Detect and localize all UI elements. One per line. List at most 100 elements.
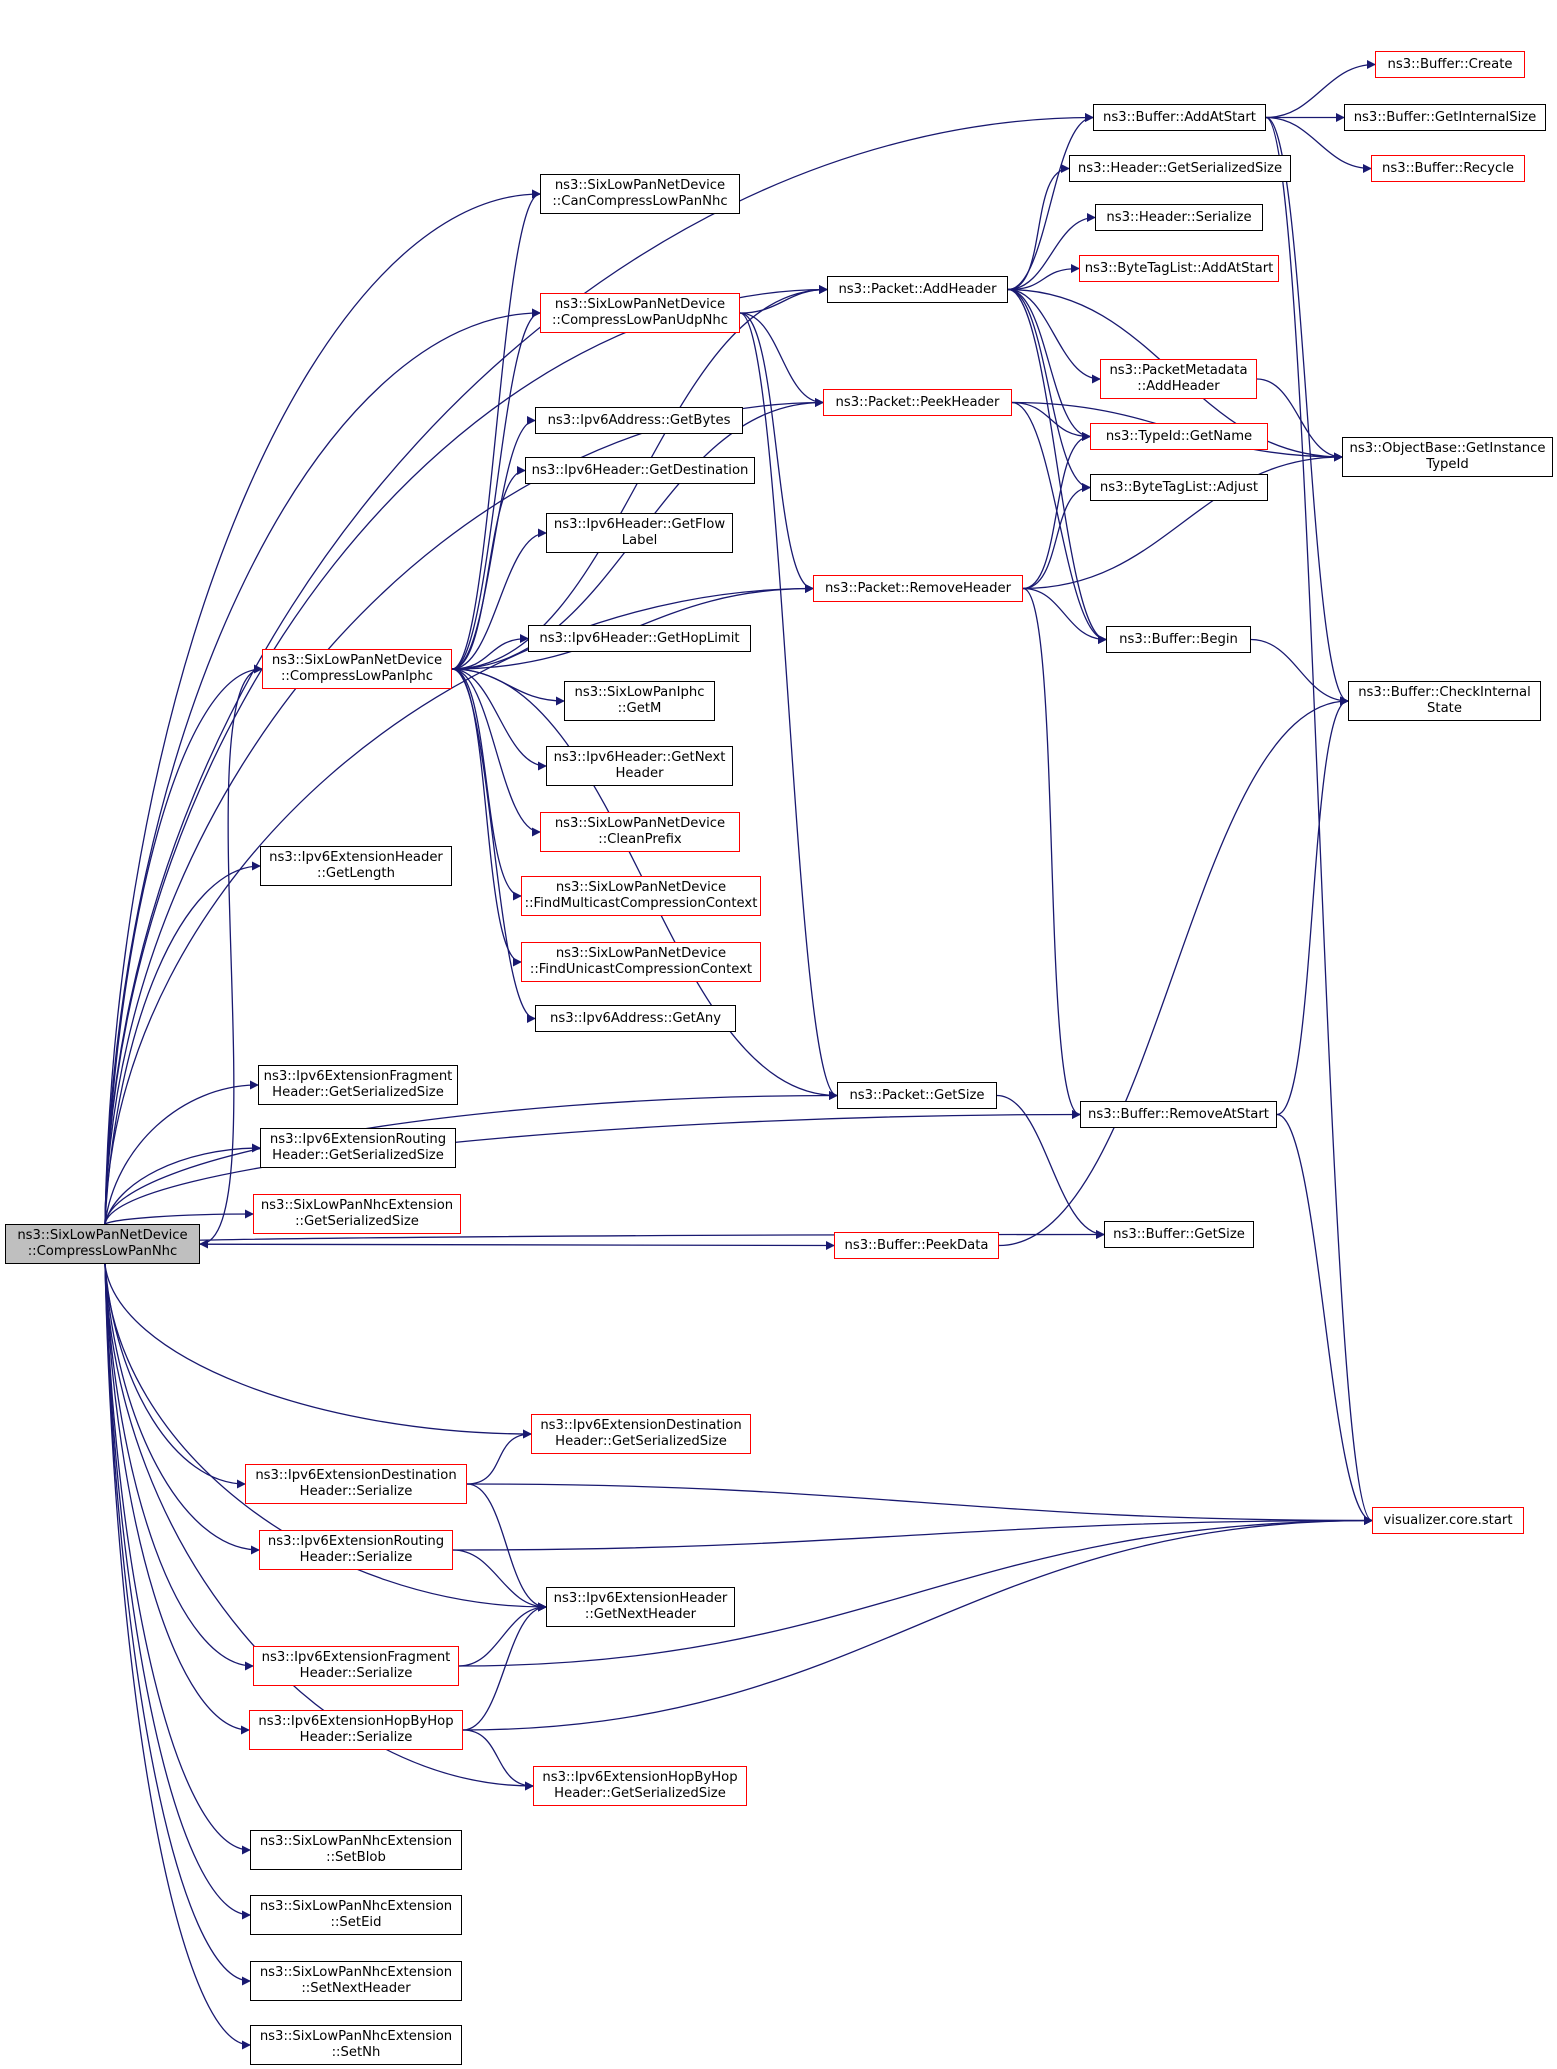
- node-sixlowpannetdevice-findunicastcompressioncontext[interactable]: ns3::SixLowPanNetDevice::FindUnicastComp…: [521, 942, 761, 982]
- edge-packet_addheader-to-buffer_begin: [1007, 288, 1107, 644]
- node-sixlowpannhcextension-setnh[interactable]: ns3::SixLowPanNhcExtension::SetNh: [250, 2025, 462, 2065]
- node-sixlowpannetdevice-compresslowpaniphc[interactable]: ns3::SixLowPanNetDevice::CompressLowPanI…: [262, 649, 452, 689]
- node-packet-addheader[interactable]: ns3::Packet::AddHeader: [827, 276, 1008, 303]
- edge-compress_iphc-to-cleanprefix: [451, 668, 541, 837]
- node-sixlowpannetdevice-cancompresslowpannhc[interactable]: ns3::SixLowPanNetDevice::CanCompressLowP…: [540, 174, 740, 214]
- edge-compress_nhc-to-destination_serialize: [104, 1263, 246, 1489]
- node-ipv6address-getany[interactable]: ns3::Ipv6Address::GetAny: [535, 1005, 736, 1032]
- edge-compress_nhc-to-compress_udpnhc: [104, 308, 541, 1225]
- edge-compress_udpnhc-to-packet_removeheader: [739, 312, 814, 593]
- node-ipv6extensionheader-getlength[interactable]: ns3::Ipv6ExtensionHeader::GetLength: [260, 846, 452, 886]
- edge-packet_getsize-to-buffer_getsize: [996, 1094, 1105, 1239]
- node-packet-getsize[interactable]: ns3::Packet::GetSize: [837, 1082, 997, 1109]
- edge-compress_iphc-to-can_compress_nhc: [451, 189, 541, 670]
- edge-buffer_peekdata-to-buffer_checkinternalstate: [998, 696, 1349, 1247]
- edge-routing_serialize-to-extheader_getnextheader: [452, 1549, 547, 1612]
- node-sixlowpannetdevice-compresslowpannhc[interactable]: ns3::SixLowPanNetDevice::CompressLowPanN…: [5, 1224, 200, 1264]
- node-sixlowpannhcextension-seteid[interactable]: ns3::SixLowPanNhcExtension::SetEid: [250, 1895, 462, 1935]
- edge-compress_nhc-to-fragment_serialize: [104, 1263, 254, 1671]
- node-sixlowpannhcextension-setblob[interactable]: ns3::SixLowPanNhcExtension::SetBlob: [250, 1830, 462, 1870]
- edge-compress_nhc-to-extheader_getnextheader: [104, 1263, 547, 1612]
- node-packet-removeheader[interactable]: ns3::Packet::RemoveHeader: [813, 575, 1023, 602]
- edge-compress_nhc-to-routing_serialize: [104, 1263, 260, 1555]
- node-bytetaglist-adjust[interactable]: ns3::ByteTagList::Adjust: [1090, 474, 1268, 501]
- edge-packet_addheader-to-buffer_addatstart: [1007, 113, 1094, 291]
- edge-compress_iphc-to-compress_nhc: [199, 668, 263, 1249]
- node-visualizer-core-start[interactable]: visualizer.core.start: [1372, 1507, 1524, 1534]
- edge-compress_iphc-to-compress_udpnhc: [451, 308, 541, 670]
- node-buffer-peekdata[interactable]: ns3::Buffer::PeekData: [834, 1232, 999, 1259]
- node-sixlowpannhcextension-setnextheader[interactable]: ns3::SixLowPanNhcExtension::SetNextHeade…: [250, 1961, 462, 2001]
- edge-fragment_serialize-to-extheader_getnextheader: [458, 1602, 547, 1667]
- node-ipv6address-getbytes[interactable]: ns3::Ipv6Address::GetBytes: [535, 407, 743, 434]
- edge-compress_iphc-to-find_unicast_ctx: [451, 668, 522, 967]
- node-ipv6extensionheader-getnextheader[interactable]: ns3::Ipv6ExtensionHeader::GetNextHeader: [546, 1587, 735, 1627]
- edge-compress_nhc-to-nhcext_seteid: [104, 1263, 251, 1920]
- edge-compress_iphc-to-ipv6header_getdestination: [451, 466, 526, 670]
- node-buffer-addatstart[interactable]: ns3::Buffer::AddAtStart: [1093, 104, 1266, 131]
- node-sixlowpannhcextension-getserializedsize[interactable]: ns3::SixLowPanNhcExtension::GetSerialize…: [253, 1194, 461, 1234]
- node-buffer-getinternalsize[interactable]: ns3::Buffer::GetInternalSize: [1344, 104, 1546, 131]
- edge-packet_addheader-to-header_getserializedsize: [1007, 164, 1070, 291]
- edge-buffer_addatstart-to-buffer_create: [1265, 60, 1376, 119]
- edge-destination_serialize-to-destination_getserializedsize: [466, 1429, 532, 1485]
- node-header-getserializedsize[interactable]: ns3::Header::GetSerializedSize: [1069, 155, 1291, 182]
- edge-compress_nhc-to-hopbyhop_getserializedsize: [104, 1263, 534, 1791]
- edge-compress_nhc-to-buffer_peekdata: [104, 1240, 835, 1250]
- node-packet-peekheader[interactable]: ns3::Packet::PeekHeader: [823, 389, 1012, 416]
- edge-fragment_serialize-to-visualizer_core_start: [458, 1516, 1373, 1667]
- node-buffer-begin[interactable]: ns3::Buffer::Begin: [1106, 626, 1251, 653]
- edge-hopbyhop_serialize-to-hopbyhop_getserializedsize: [462, 1729, 534, 1791]
- edge-compress_iphc-to-find_multicast_ctx: [451, 668, 522, 901]
- edge-hopbyhop_serialize-to-extheader_getnextheader: [462, 1602, 547, 1731]
- edge-packet_addheader-to-packetmetadata_addheader: [1007, 288, 1101, 384]
- edge-buffer_removeatstart-to-visualizer_core_start: [1276, 1113, 1373, 1525]
- node-ipv6header-getdestination[interactable]: ns3::Ipv6Header::GetDestination: [525, 457, 755, 484]
- node-sixlowpannetdevice-findmulticastcompressioncontext[interactable]: ns3::SixLowPanNetDevice::FindMulticastCo…: [521, 876, 761, 916]
- edge-compress_udpnhc-to-packet_getsize: [739, 312, 838, 1100]
- node-ipv6header-gethoplimit[interactable]: ns3::Ipv6Header::GetHopLimit: [528, 625, 751, 652]
- edge-compress_nhc-to-buffer_removeatstart: [104, 1110, 1081, 1225]
- edge-compress_nhc-to-nhcext_setnh: [104, 1263, 251, 2050]
- node-sixlowpannetdevice-cleanprefix[interactable]: ns3::SixLowPanNetDevice::CleanPrefix: [540, 812, 740, 852]
- edge-packet_addheader-to-bytetaglist_adjust: [1007, 288, 1091, 492]
- edge-routing_serialize-to-visualizer_core_start: [452, 1516, 1373, 1551]
- node-sixlowpannetdevice-compresslowpanudpnhc[interactable]: ns3::SixLowPanNetDevice::CompressLowPanU…: [540, 293, 740, 333]
- edge-packetmetadata_addheader-to-objectbase_getinstancetypeid: [1256, 378, 1343, 462]
- node-buffer-create[interactable]: ns3::Buffer::Create: [1375, 51, 1525, 78]
- edge-compress_nhc-to-packet_getsize: [104, 1091, 838, 1225]
- edge-compress_iphc-to-ipv6header_getflowlabel: [451, 528, 547, 670]
- node-buffer-getsize[interactable]: ns3::Buffer::GetSize: [1104, 1221, 1254, 1248]
- edge-packet_removeheader-to-typeid_getname: [1022, 432, 1091, 590]
- edge-buffer_addatstart-to-buffer_checkinternalstate: [1265, 116, 1349, 706]
- edge-destination_serialize-to-extheader_getnextheader: [466, 1483, 547, 1612]
- node-header-serialize[interactable]: ns3::Header::Serialize: [1095, 204, 1263, 231]
- node-buffer-removeatstart[interactable]: ns3::Buffer::RemoveAtStart: [1080, 1101, 1277, 1128]
- node-typeid-getname[interactable]: ns3::TypeId::GetName: [1090, 423, 1268, 450]
- node-bytetaglist-addatstart[interactable]: ns3::ByteTagList::AddAtStart: [1079, 255, 1279, 282]
- edge-packet_peekheader-to-buffer_begin: [1011, 401, 1107, 644]
- node-buffer-recycle[interactable]: ns3::Buffer::Recycle: [1371, 155, 1525, 182]
- edge-compress_nhc-to-can_compress_nhc: [104, 189, 541, 1225]
- edge-packet_peekheader-to-typeid_getname: [1011, 401, 1091, 441]
- edge-compress_nhc-to-compress_iphc: [104, 664, 263, 1225]
- node-packetmetadata-addheader[interactable]: ns3::PacketMetadata::AddHeader: [1100, 359, 1257, 399]
- node-sixlowpaniphc-getm[interactable]: ns3::SixLowPanIphc::GetM: [564, 681, 715, 721]
- edge-packet_removeheader-to-buffer_begin: [1022, 587, 1107, 644]
- edge-hopbyhop_serialize-to-visualizer_core_start: [462, 1516, 1373, 1731]
- edge-buffer_addatstart-to-buffer_recycle: [1265, 116, 1372, 173]
- edge-compress_nhc-to-buffer_addatstart: [104, 113, 1094, 1225]
